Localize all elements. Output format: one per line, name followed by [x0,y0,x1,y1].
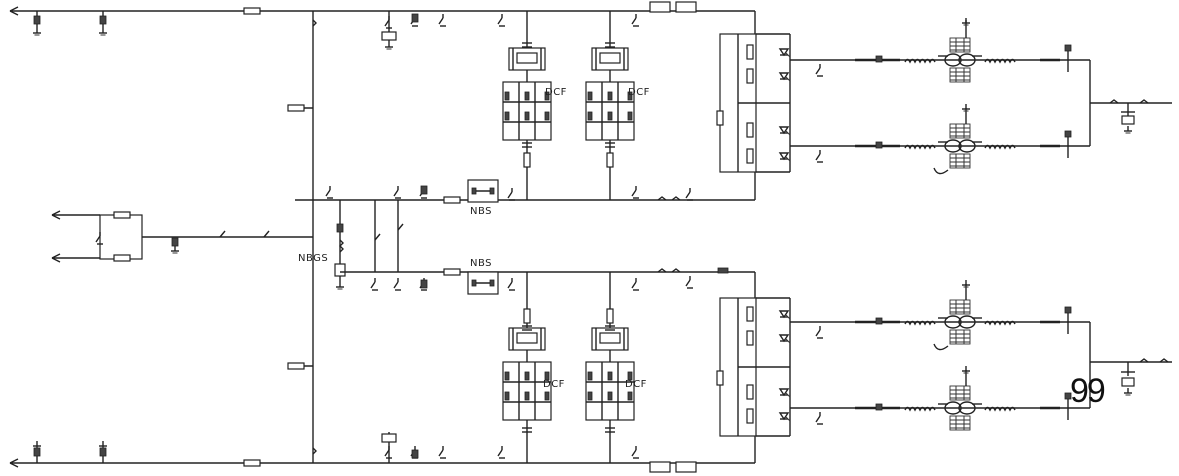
dc-filter-upper-2 [585,11,635,200]
bottom-bus-devices [381,432,640,463]
ac-input-section [51,210,313,263]
top-left-taps [32,11,108,36]
dcf-label-upper-1: DCF [545,87,567,98]
dcf-label-lower-2: DCF [625,379,647,390]
dc-filter-lower-2 [585,272,635,463]
nbs-label-upper: NBS [470,206,492,217]
converter-upper [716,33,791,173]
bottom-left-taps [32,440,108,463]
page-number: 99 [1070,372,1105,410]
ac-branch-1 [790,17,1090,83]
dc-filter-lower-1 [502,272,552,463]
ac-output-lower [1089,322,1172,408]
nbgs-switch [334,222,346,290]
nbs-label-lower: NBS [470,258,492,269]
converter-lower [716,297,791,437]
dcf-label-upper-2: DCF [628,87,650,98]
top-bus-devices [381,11,640,50]
neutral-bus-section [295,185,755,291]
nbs-lower [467,271,499,295]
dcf-label-lower-1: DCF [543,379,565,390]
ac-output-upper [1089,60,1172,146]
nbs-upper [467,179,499,203]
nbgs-label: NBGS [298,253,328,264]
ac-branch-4 [790,365,1090,431]
dc-filter-upper-1 [502,11,552,200]
ac-branch-3 [790,279,1090,351]
ac-branch-2 [790,103,1090,175]
